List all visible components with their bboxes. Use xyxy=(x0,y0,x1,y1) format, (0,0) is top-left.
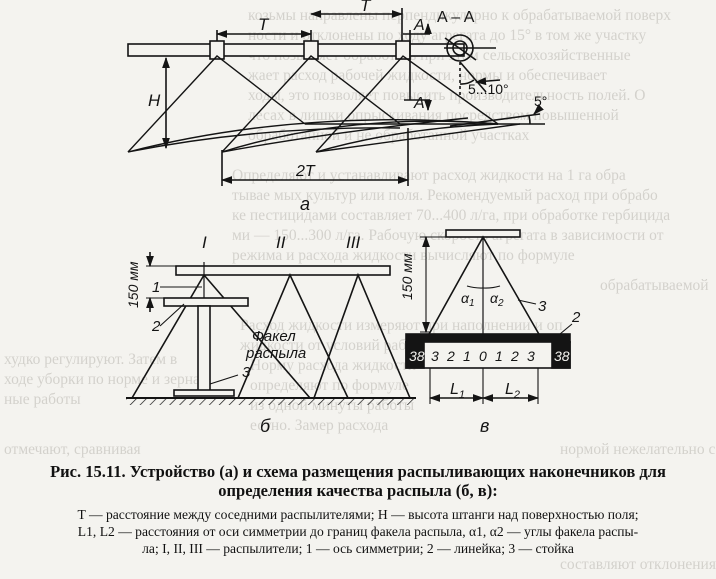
ruler-mark: 1 xyxy=(495,348,503,364)
alpha2-arc xyxy=(482,285,501,289)
bleed-line: составляют отклонения xyxy=(560,556,716,573)
spray-cone-I xyxy=(131,273,311,399)
bleed-line: ности и отклонены по ходу агрегата до 15… xyxy=(248,27,647,44)
diagram-a-labels: T T A A A – A 5...10° 5° H 2T а xyxy=(148,0,547,214)
label-H: H xyxy=(148,91,161,110)
spray-cone-III xyxy=(313,272,411,399)
callout-3: 3 xyxy=(242,364,251,381)
boom-bar xyxy=(127,43,465,57)
bleed-line: нормой нежелательно с xyxy=(560,441,716,458)
label-A-top: A xyxy=(413,17,425,34)
spray-cone-v xyxy=(427,235,541,337)
ruler-top-edge xyxy=(405,333,571,343)
angle-label-5: 5° xyxy=(534,93,547,109)
callout-2: 2 xyxy=(151,318,161,335)
nozzle-label-III: III xyxy=(346,233,360,252)
section-a-a-view xyxy=(444,34,501,98)
bleed-line: обрабатываемой xyxy=(600,277,709,294)
test-shelf xyxy=(163,297,249,307)
bleed-line: ке пестицидами составляет 70...400 л/га,… xyxy=(232,207,671,224)
stand-post xyxy=(197,305,211,395)
ground-hatch xyxy=(126,398,416,405)
spray-fans xyxy=(127,55,521,153)
ruler-end-right xyxy=(551,341,571,369)
height-label-v: 150 мм xyxy=(399,253,415,300)
L2-label: L2 xyxy=(505,381,520,401)
bleed-line: ходе уборки по норме и зерна xyxy=(4,371,200,388)
L1-label: L1 xyxy=(450,381,465,401)
bleed-line: отмечают, сравнивая xyxy=(4,441,141,458)
alpha1-label: α1 xyxy=(461,290,475,309)
torch-label-line2: распыла xyxy=(245,345,306,362)
section-label: A – A xyxy=(437,9,475,26)
ruler-scale: 38 3 2 1 0 1 2 3 38 xyxy=(409,348,570,364)
tilt-line xyxy=(449,113,541,127)
caption-title-line2: определения качества распыла (б, в): xyxy=(218,481,498,500)
alpha1-arc xyxy=(466,285,484,289)
diagram-b-labels: I II III 150 мм 1 2 3 Факел распыла б xyxy=(125,233,360,436)
ruler-mark: 3 xyxy=(431,348,439,364)
bleed-line: ные работы xyxy=(4,391,81,408)
boom-bar-b xyxy=(175,265,391,276)
ruler-mark-38-left: 38 xyxy=(409,348,425,364)
nozzle-label-I: I xyxy=(202,233,207,252)
diagram-v-labels: 150 мм α1 α2 3 2 38 3 2 1 0 1 2 3 38 L1 … xyxy=(399,253,581,436)
ruler-mark: 0 xyxy=(479,348,487,364)
alpha2-label: α2 xyxy=(490,290,504,309)
bleed-line: худко регулируют. Затем в xyxy=(4,351,178,368)
callout-3-v: 3 xyxy=(538,298,547,315)
angle-arc-5 xyxy=(528,115,531,125)
ruler-mark: 3 xyxy=(527,348,535,364)
bleed-line: тывае мых культур или поля. Рекомендуемы… xyxy=(232,187,658,204)
ruler-mark: 1 xyxy=(463,348,471,364)
panel-label-v: в xyxy=(480,416,489,436)
torch-label-line1: Факел xyxy=(252,328,296,345)
ruler-mark-38-right: 38 xyxy=(554,348,570,364)
caption-legend: T — расстояние между соседними распылите… xyxy=(8,506,708,557)
panel-label-a: а xyxy=(300,194,310,214)
label-T-top: T xyxy=(360,0,372,15)
caption-legend-line3: ла; I, II, III — распылители; 1 — ось си… xyxy=(142,541,574,556)
callout-1: 1 xyxy=(152,279,160,296)
diagram-b-test-layout xyxy=(126,252,416,405)
caption-legend-line2: L1, L2 — расстояния от оси симметрии до … xyxy=(77,524,639,539)
nozzle-label-II: II xyxy=(276,233,286,252)
diagram-a-boom-sprayer xyxy=(127,8,545,186)
stand-foot xyxy=(173,389,235,397)
caption-legend-line1: T — расстояние между соседними распылите… xyxy=(77,507,639,522)
bleed-line: режима и расхода жидкости вычисляют по ф… xyxy=(232,247,575,264)
ruler-mark: 2 xyxy=(510,348,519,364)
caption-title-line1: Рис. 15.11. Устройство (а) и схема разме… xyxy=(50,462,666,481)
bleed-line: определяют по формуле xyxy=(250,377,409,394)
ruler-end-left xyxy=(405,341,425,369)
bleed-line: жает расход рабочей жидкости, нормы и об… xyxy=(248,67,607,84)
ruler-mark: 2 xyxy=(446,348,455,364)
diagram-v-measurement xyxy=(405,229,573,404)
bleed-line: лесах в лишки опрыскивания посредством п… xyxy=(248,107,619,124)
bleed-line: ходы, это позволяет повысить производите… xyxy=(248,87,646,104)
angle-label-5-10: 5...10° xyxy=(468,81,509,97)
bleed-line: естно. Замер расхода xyxy=(250,417,389,434)
height-label-b: 150 мм xyxy=(125,261,141,308)
label-T: T xyxy=(258,15,270,34)
callout-2-v: 2 xyxy=(571,309,581,326)
label-2T: 2T xyxy=(295,163,316,180)
label-A-bottom: A xyxy=(413,95,425,112)
panel-label-b: б xyxy=(260,416,271,436)
figure-15-11: T T A A A – A 5...10° 5° H 2T а xyxy=(125,0,581,436)
figure-caption: Рис. 15.11. Устройство (а) и схема разме… xyxy=(8,462,708,557)
bleed-line: Расход жидкости измеряют при наполнении … xyxy=(240,317,563,334)
